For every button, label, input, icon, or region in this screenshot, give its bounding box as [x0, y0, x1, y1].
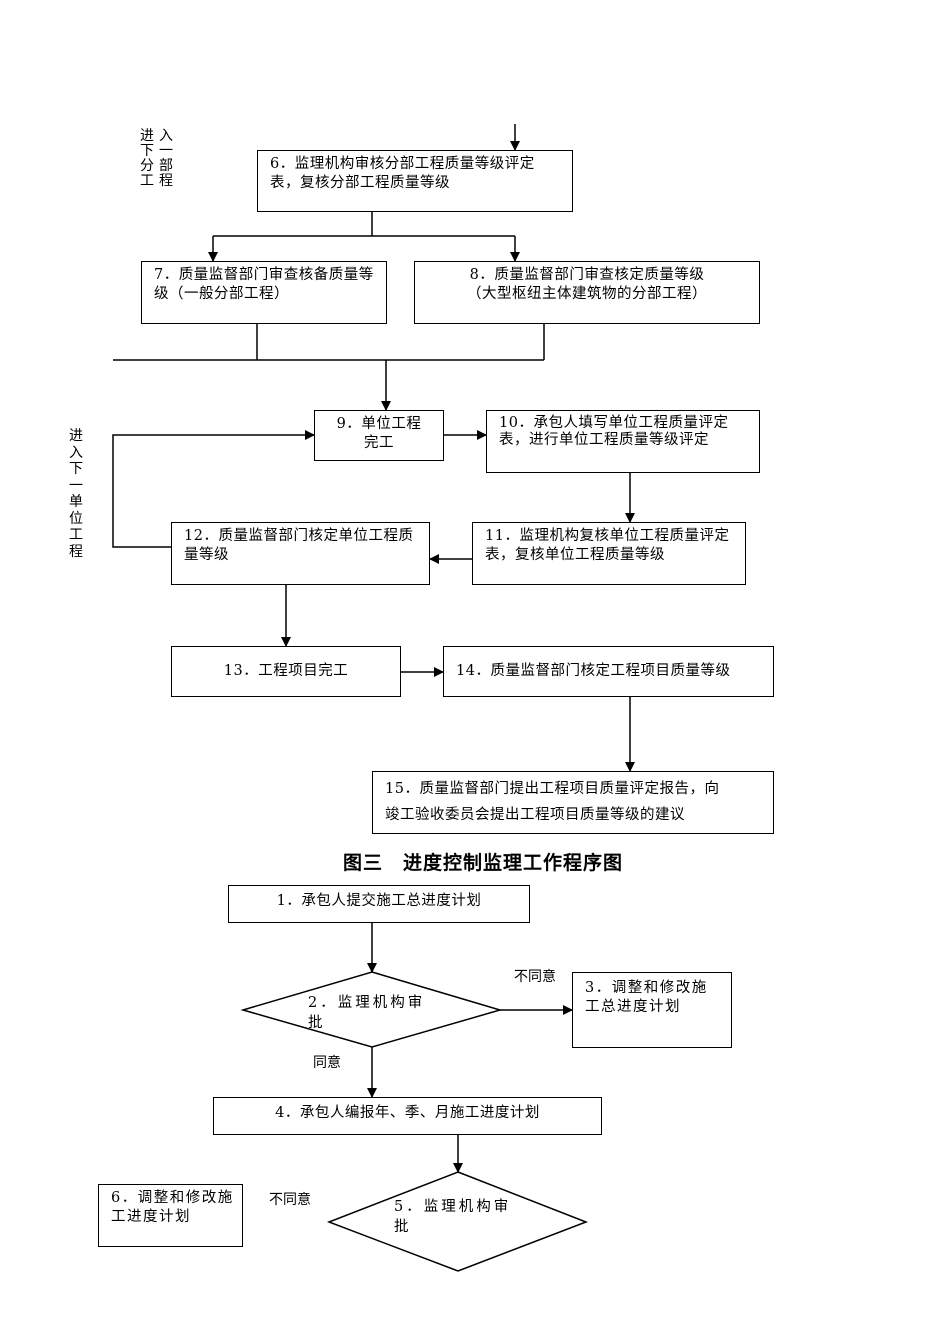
box-14-project-grade: 14．质量监督部门核定工程项目质量等级 — [443, 646, 774, 697]
box-9-line1: 9．单位工程 — [336, 416, 422, 432]
box-13-text: 13．工程项目完工 — [223, 663, 349, 679]
loop-box12-to-box9 — [112, 430, 315, 548]
step-1-text: 1．承包人提交施工总进度计划 — [276, 893, 482, 909]
box-13-project-complete: 13．工程项目完工 — [171, 646, 401, 697]
step-5-line1: 5．监理机构审 — [394, 1199, 512, 1215]
box-7-record-grade: 7．质量监督部门审查核备质量等级（一般分部工程） — [141, 261, 387, 324]
label-disagree-1: 不同意 — [514, 969, 556, 985]
step-2-line1: 2．监理机构审 — [308, 995, 426, 1011]
step-1-submit-schedule: 1．承包人提交施工总进度计划 — [228, 885, 530, 923]
box-15-line1: 15．质量监督部门提出工程项目质量评定报告，向 — [385, 781, 720, 797]
box-11-text: 11．监理机构复核单位工程质量评定表，复核单位工程质量等级 — [485, 528, 730, 563]
box-10-text: 10．承包人填写单位工程质量评定表，进行单位工程质量等级评定 — [499, 415, 729, 448]
step-5-approval-text: 5．监理机构审 批 — [394, 1197, 511, 1237]
step-6-revise-schedule: 6．调整和修改施工进度计划 — [98, 1184, 243, 1247]
side-label-next-division-col2: 入一部程 — [159, 128, 173, 189]
step-4-text: 4．承包人编报年、季、月施工进度计划 — [275, 1105, 540, 1121]
box-9-unit-complete: 9．单位工程 完工 — [314, 410, 444, 461]
figure-3-title: 图三 进度控制监理工作程序图 — [342, 852, 623, 874]
step-4-periodic-schedule: 4．承包人编报年、季、月施工进度计划 — [213, 1097, 602, 1135]
box-15-report: 15．质量监督部门提出工程项目质量评定报告，向 竣工验收委员会提出工程项目质量等… — [372, 771, 774, 834]
box-6-division-review: 6．监理机构审核分部工程质量等级评定表，复核分部工程质量等级 — [257, 150, 573, 212]
box-7-text: 7．质量监督部门审查核备质量等级（一般分部工程） — [154, 267, 374, 302]
box-6-text: 6．监理机构审核分部工程质量等级评定表，复核分部工程质量等级 — [270, 156, 535, 191]
box-8-line1: 8．质量监督部门审查核定质量等级 — [469, 267, 705, 283]
box-10-contractor-fill: 10．承包人填写单位工程质量评定表，进行单位工程质量等级评定 — [486, 410, 760, 473]
box-14-text: 14．质量监督部门核定工程项目质量等级 — [456, 663, 731, 679]
step-6-text: 6．调整和修改施工进度计划 — [111, 1190, 234, 1225]
decision-step5-shape — [326, 1171, 589, 1272]
step-5-line2: 批 — [394, 1219, 412, 1235]
step-2-line2: 批 — [308, 1015, 326, 1031]
step-3-text: 3．调整和修改施工总进度计划 — [585, 980, 708, 1015]
box-8-verify-grade: 8．质量监督部门审查核定质量等级 （大型枢纽主体建筑物的分部工程） — [414, 261, 760, 324]
step-3-revise-master-schedule: 3．调整和修改施工总进度计划 — [572, 972, 732, 1048]
box-12-text: 12．质量监督部门核定单位工程质量等级 — [184, 528, 414, 563]
box-11-supervisor-recheck: 11．监理机构复核单位工程质量评定表，复核单位工程质量等级 — [472, 522, 746, 585]
side-label-next-division-col1: 进下分工 — [140, 128, 154, 189]
label-disagree-2: 不同意 — [269, 1192, 311, 1208]
label-agree-1: 同意 — [313, 1055, 341, 1071]
box-8-line2: （大型枢纽主体建筑物的分部工程） — [467, 286, 707, 302]
side-label-next-unit: 进入下一单位工程 — [69, 428, 83, 560]
step-2-approval-text: 2．监理机构审 批 — [308, 993, 425, 1033]
box-9-line2: 完工 — [364, 435, 394, 451]
box-15-line2: 竣工验收委员会提出工程项目质量等级的建议 — [385, 807, 685, 823]
box-12-unit-grade: 12．质量监督部门核定单位工程质量等级 — [171, 522, 430, 585]
